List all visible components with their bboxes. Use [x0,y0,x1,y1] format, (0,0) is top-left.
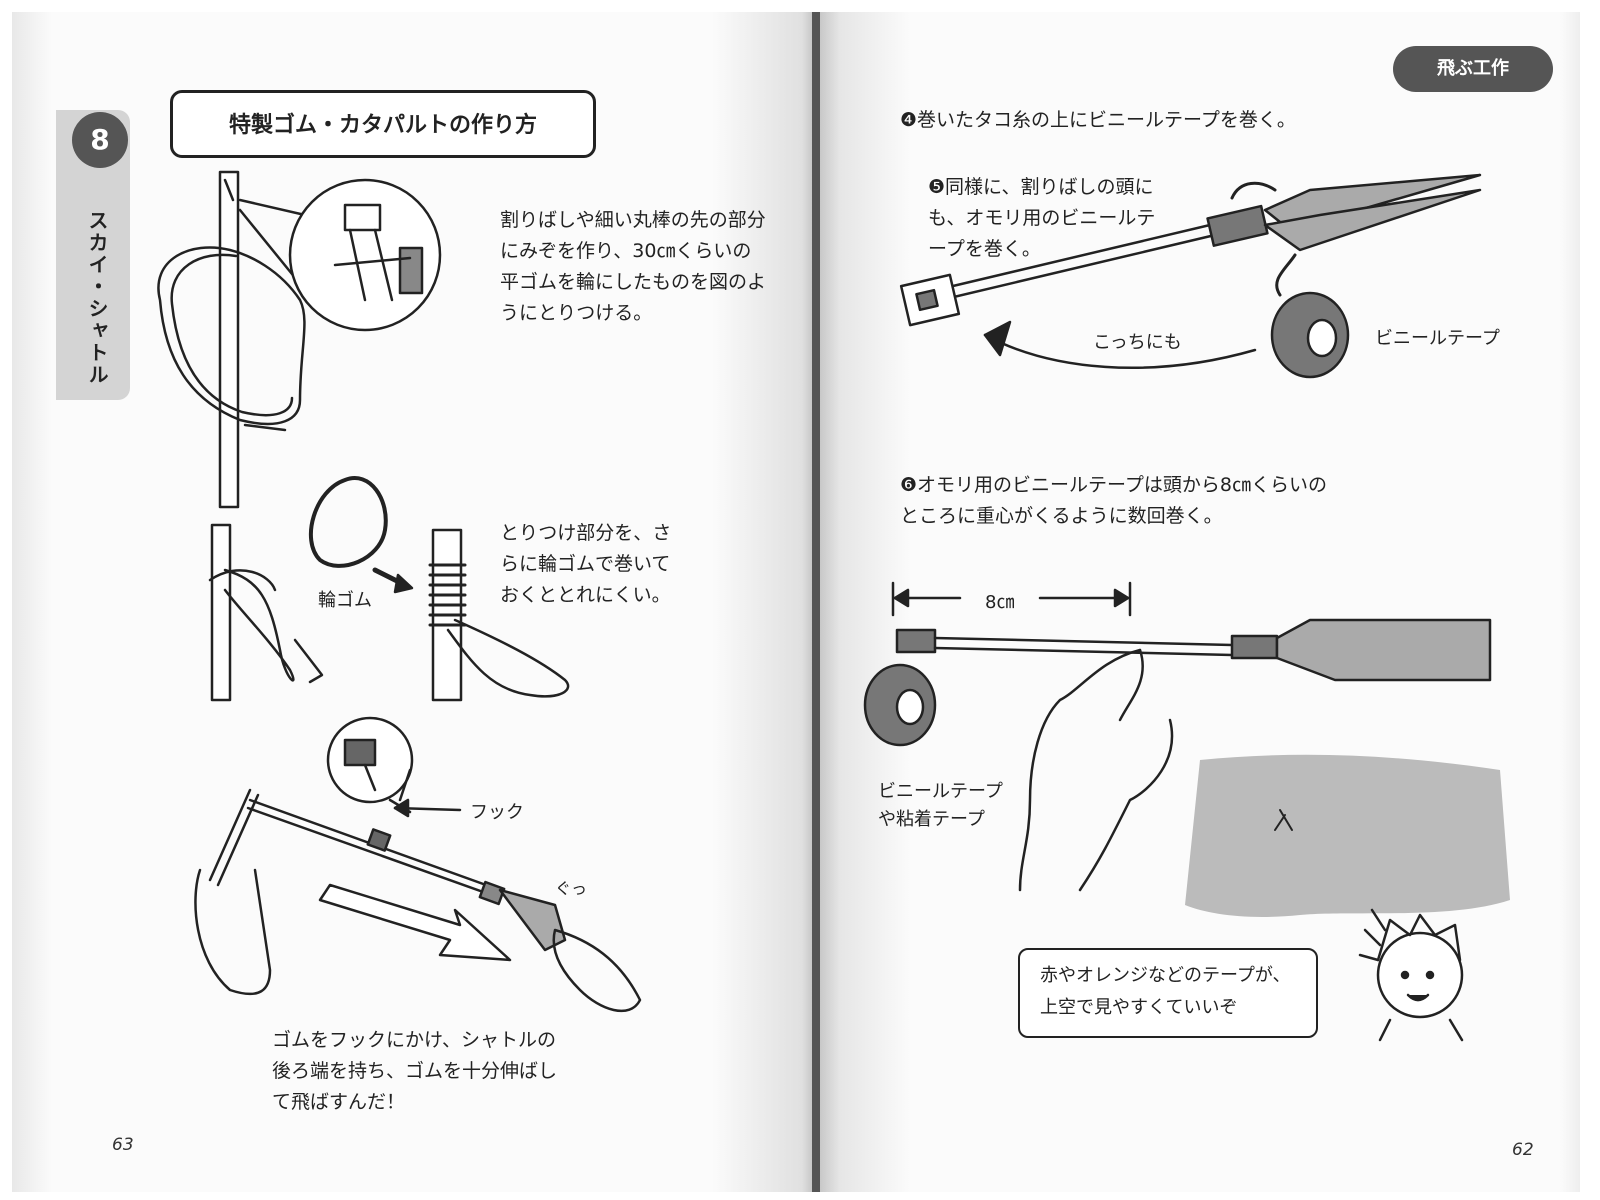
stick-illustration [157,170,306,509]
label-wagomu: 輪ゴム [318,590,372,611]
page-number-right: 62 [1512,1140,1534,1160]
label-kocchi: こっちにも [1093,332,1182,353]
step-4-text: ❹巻いたタコ糸の上にビニールテープを巻く。 [900,109,1296,131]
caption-text: ゴムをフックにかけ、シャトルの 後ろ端を持ち、ゴムを十分伸ばし て飛ばすんだ！ [272,1029,558,1113]
page-number-left: 63 [112,1135,134,1155]
title-box: 特製ゴム・カタパルトの作り方 [170,90,596,158]
step-5-text: ❺同様に、割りばしの頭に も、オモリ用のビニールテ ープを巻く。 [928,176,1156,260]
launch-illustration [194,716,642,1013]
label-tape: ビニールテープ [1375,328,1500,349]
stick-with-band [208,523,324,702]
shuttle-step5 [899,173,1482,379]
label-hook: フック [470,802,524,823]
label-sfx: ぐっ [555,879,588,898]
page-title: 特製ゴム・カタパルトの作り方 [228,113,537,138]
magnified-detail [238,178,442,332]
section-badge: 飛ぶ工作 [1393,46,1553,92]
rubber-loop [309,476,388,568]
instruction-text-2: とりつけ部分を、さ らに輪ゴムで巻いて おくととれにくい。 [500,522,672,606]
step-6-text: ❻オモリ用のビニールテープは頭から8㎝くらいの ところに重心がくるように数回巻く… [900,474,1327,527]
note-text: 赤やオレンジなどのテープが、 上空で見やすくていいぞ [1040,965,1291,1018]
label-8cm: 8㎝ [985,592,1015,613]
shuttle-step6 [863,581,1492,892]
note-box: 赤やオレンジなどのテープが、 上空で見やすくていいぞ [1018,948,1318,1038]
boy-illustration [1358,908,1464,1042]
book-gutter [812,12,820,1192]
label-tape-2: ビニールテープ や粘着テープ [878,781,1003,830]
wound-stick [428,528,570,702]
instruction-text-1: 割りばしや細い丸棒の先の部分 にみぞを作り、30㎝くらいの 平ゴムを輪にしたもの… [500,209,767,324]
chapter-title: スカイ・シャトル [85,210,109,386]
ground-scene [1185,754,1510,917]
chapter-number: 8 [72,112,128,168]
